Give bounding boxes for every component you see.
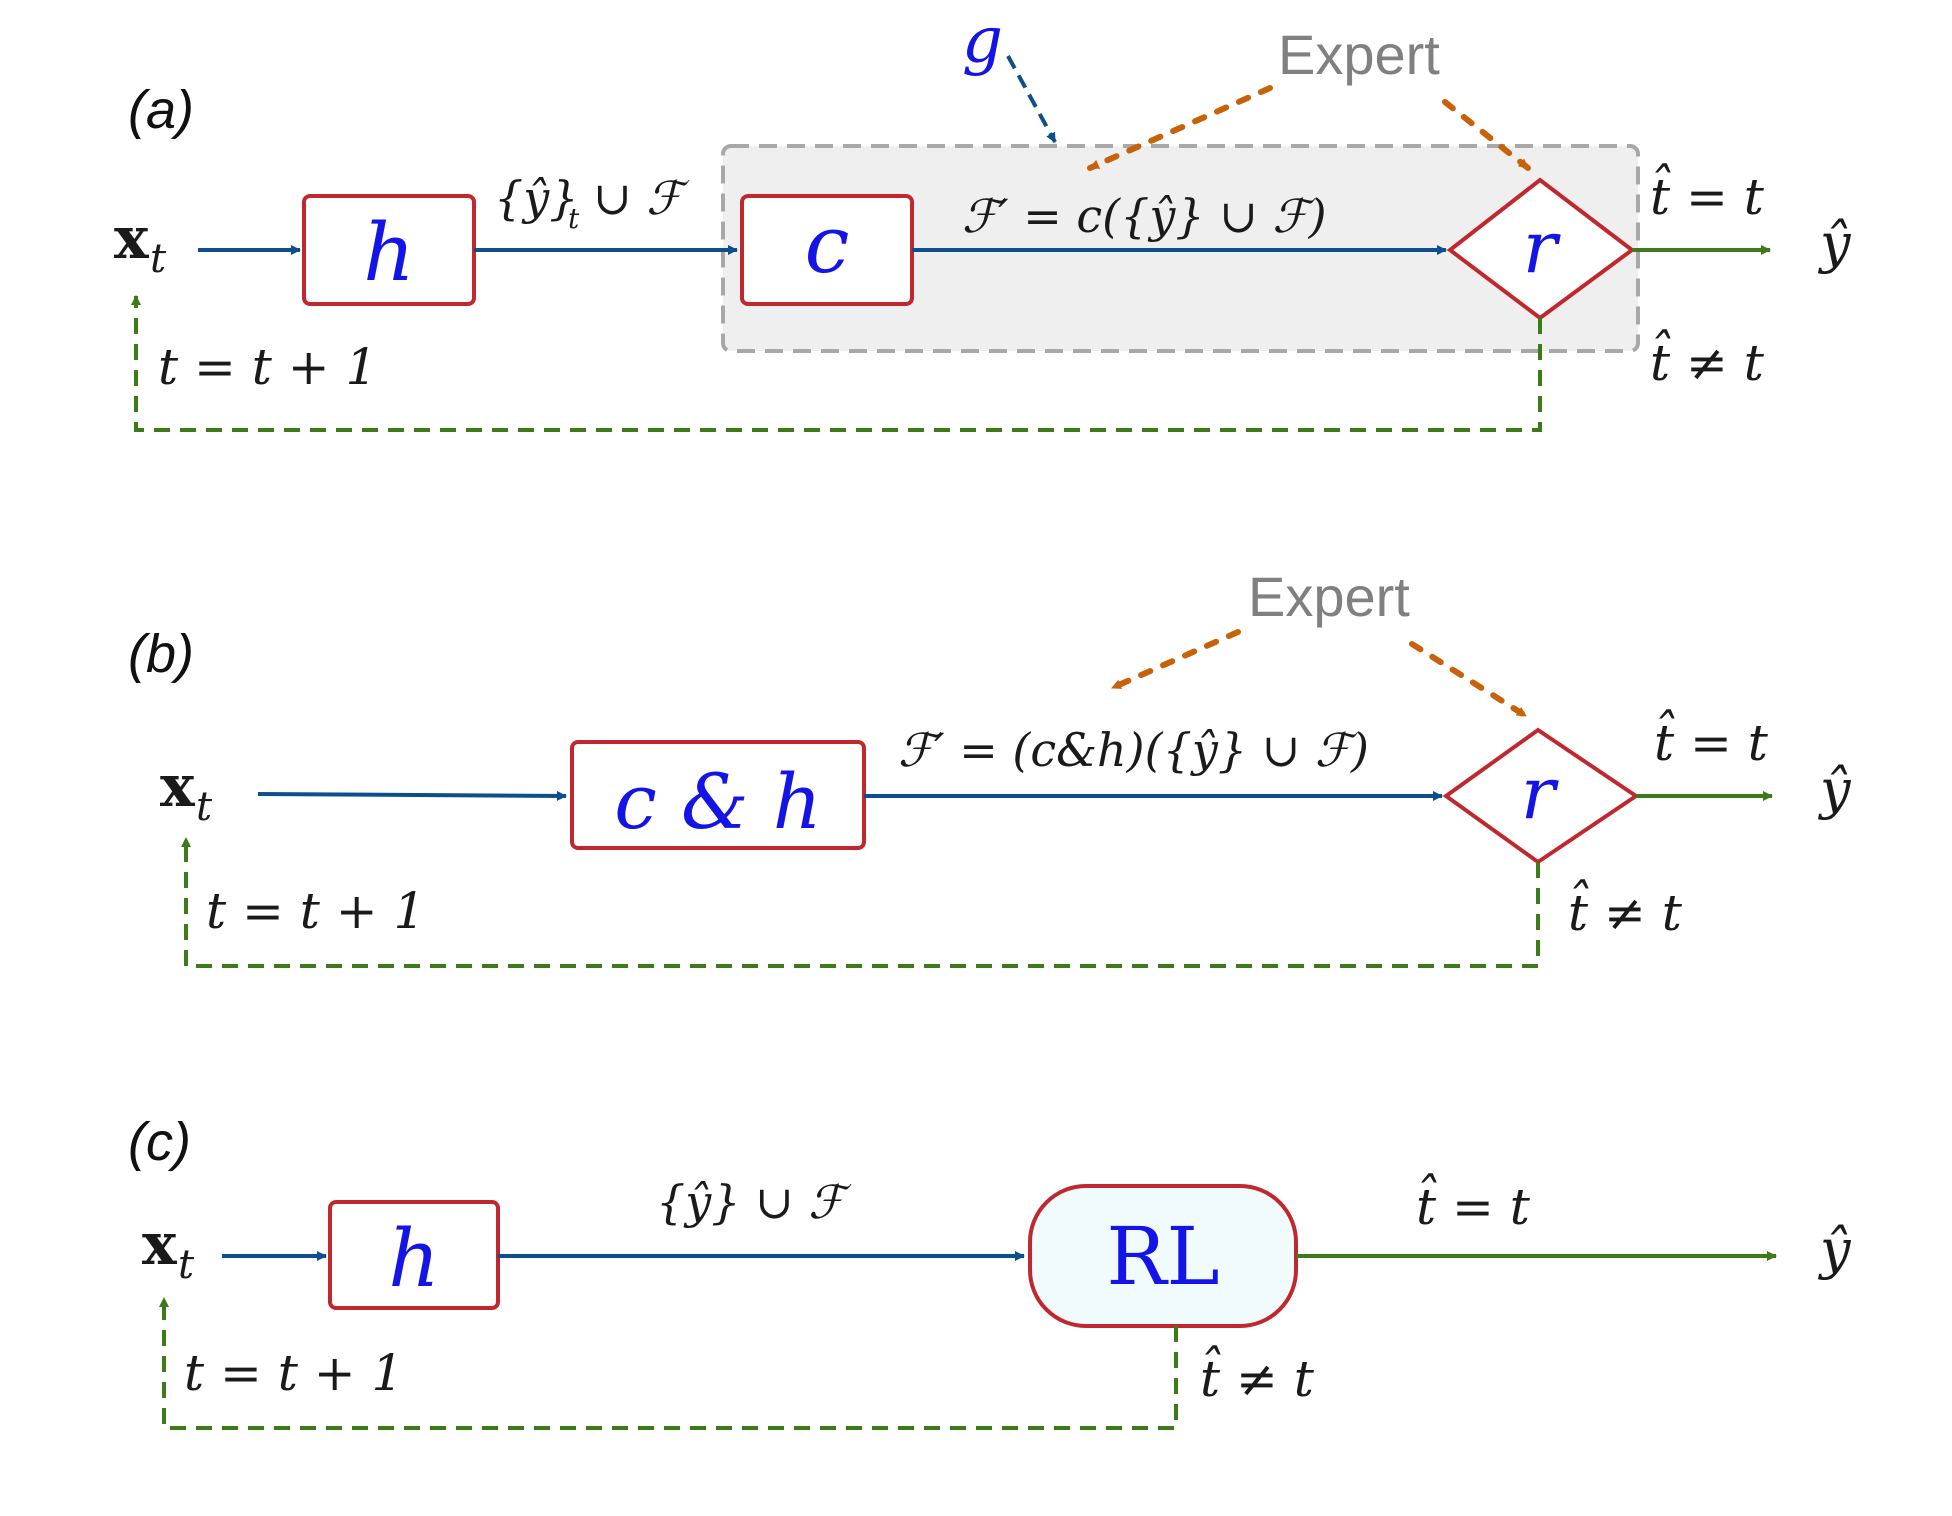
h-to-c-sub-a: t	[568, 202, 580, 235]
g-label: g	[962, 4, 1003, 78]
g-arrow	[1006, 55, 1057, 143]
rl-box-c-label: RL	[1106, 1210, 1219, 1303]
expert-arrow-to-ch	[1109, 629, 1241, 691]
r-diamond-a-label: r	[1523, 205, 1561, 289]
input-x-c: x	[142, 1210, 177, 1278]
input-x-a: x	[114, 204, 149, 272]
loop-label-b: t = t + 1	[206, 882, 425, 940]
output-c: ŷ	[1818, 1218, 1852, 1281]
h-box-c-label: h	[388, 1212, 440, 1305]
panel-b-label: (b)	[128, 624, 194, 684]
panel-a: (a) g Expert x t h {ŷ} ∪ ℱ t c ℱ′ = c({ŷ…	[114, 4, 1852, 432]
c-box-a-label: c	[805, 198, 850, 291]
panel-a-label: (a)	[128, 80, 194, 140]
panel-b: (b) Expert x t c & h ℱ′ = (c&h)({ŷ} ∪ ℱ)…	[128, 565, 1852, 968]
h-to-rl-label-c: {ŷ} ∪ ℱ	[656, 1175, 852, 1229]
c-to-r-label-a: ℱ′ = c({ŷ} ∪ ℱ)	[962, 189, 1327, 243]
loop-path-c	[159, 1297, 1178, 1430]
output-a: ŷ	[1818, 212, 1852, 275]
loop-path-b	[181, 837, 1540, 968]
input-x-sub-a: t	[150, 236, 167, 282]
expert-arrow-to-c	[1087, 85, 1273, 171]
expert-label-a: Expert	[1278, 23, 1440, 86]
accept-label-a: t̂ = t	[1650, 162, 1765, 226]
reject-label-c: t̂ ≠ t	[1200, 1344, 1315, 1408]
reject-label-a: t̂ ≠ t	[1650, 328, 1765, 392]
panel-c: (c) x t h {ŷ} ∪ ℱ RL t̂ = t ŷ t̂ ≠ t t =…	[128, 1112, 1852, 1430]
ch-to-r-label-b: ℱ′ = (c&h)({ŷ} ∪ ℱ)	[898, 723, 1369, 777]
h-box-a-label: h	[363, 206, 415, 299]
ch-box-b-label: c & h	[614, 757, 821, 846]
input-x-sub-b: t	[196, 784, 213, 830]
loop-path-a	[131, 295, 1542, 432]
accept-label-c: t̂ = t	[1416, 1172, 1531, 1236]
reject-label-b: t̂ ≠ t	[1568, 878, 1683, 942]
expert-label-b: Expert	[1248, 565, 1410, 628]
input-x-b: x	[160, 752, 195, 820]
panel-c-label: (c)	[128, 1112, 191, 1172]
arrow-x-to-ch-b	[257, 790, 567, 801]
h-to-c-label-a: {ŷ} ∪ ℱ	[494, 171, 690, 225]
input-x-sub-c: t	[178, 1242, 195, 1288]
loop-label-a: t = t + 1	[158, 338, 377, 396]
expert-arrow-to-r	[1442, 99, 1531, 171]
accept-label-b: t̂ = t	[1654, 708, 1769, 772]
output-b: ŷ	[1818, 758, 1852, 821]
expert-arrow-to-r-b	[1409, 641, 1529, 719]
loop-label-c: t = t + 1	[184, 1344, 403, 1402]
r-diamond-b-label: r	[1521, 751, 1559, 835]
